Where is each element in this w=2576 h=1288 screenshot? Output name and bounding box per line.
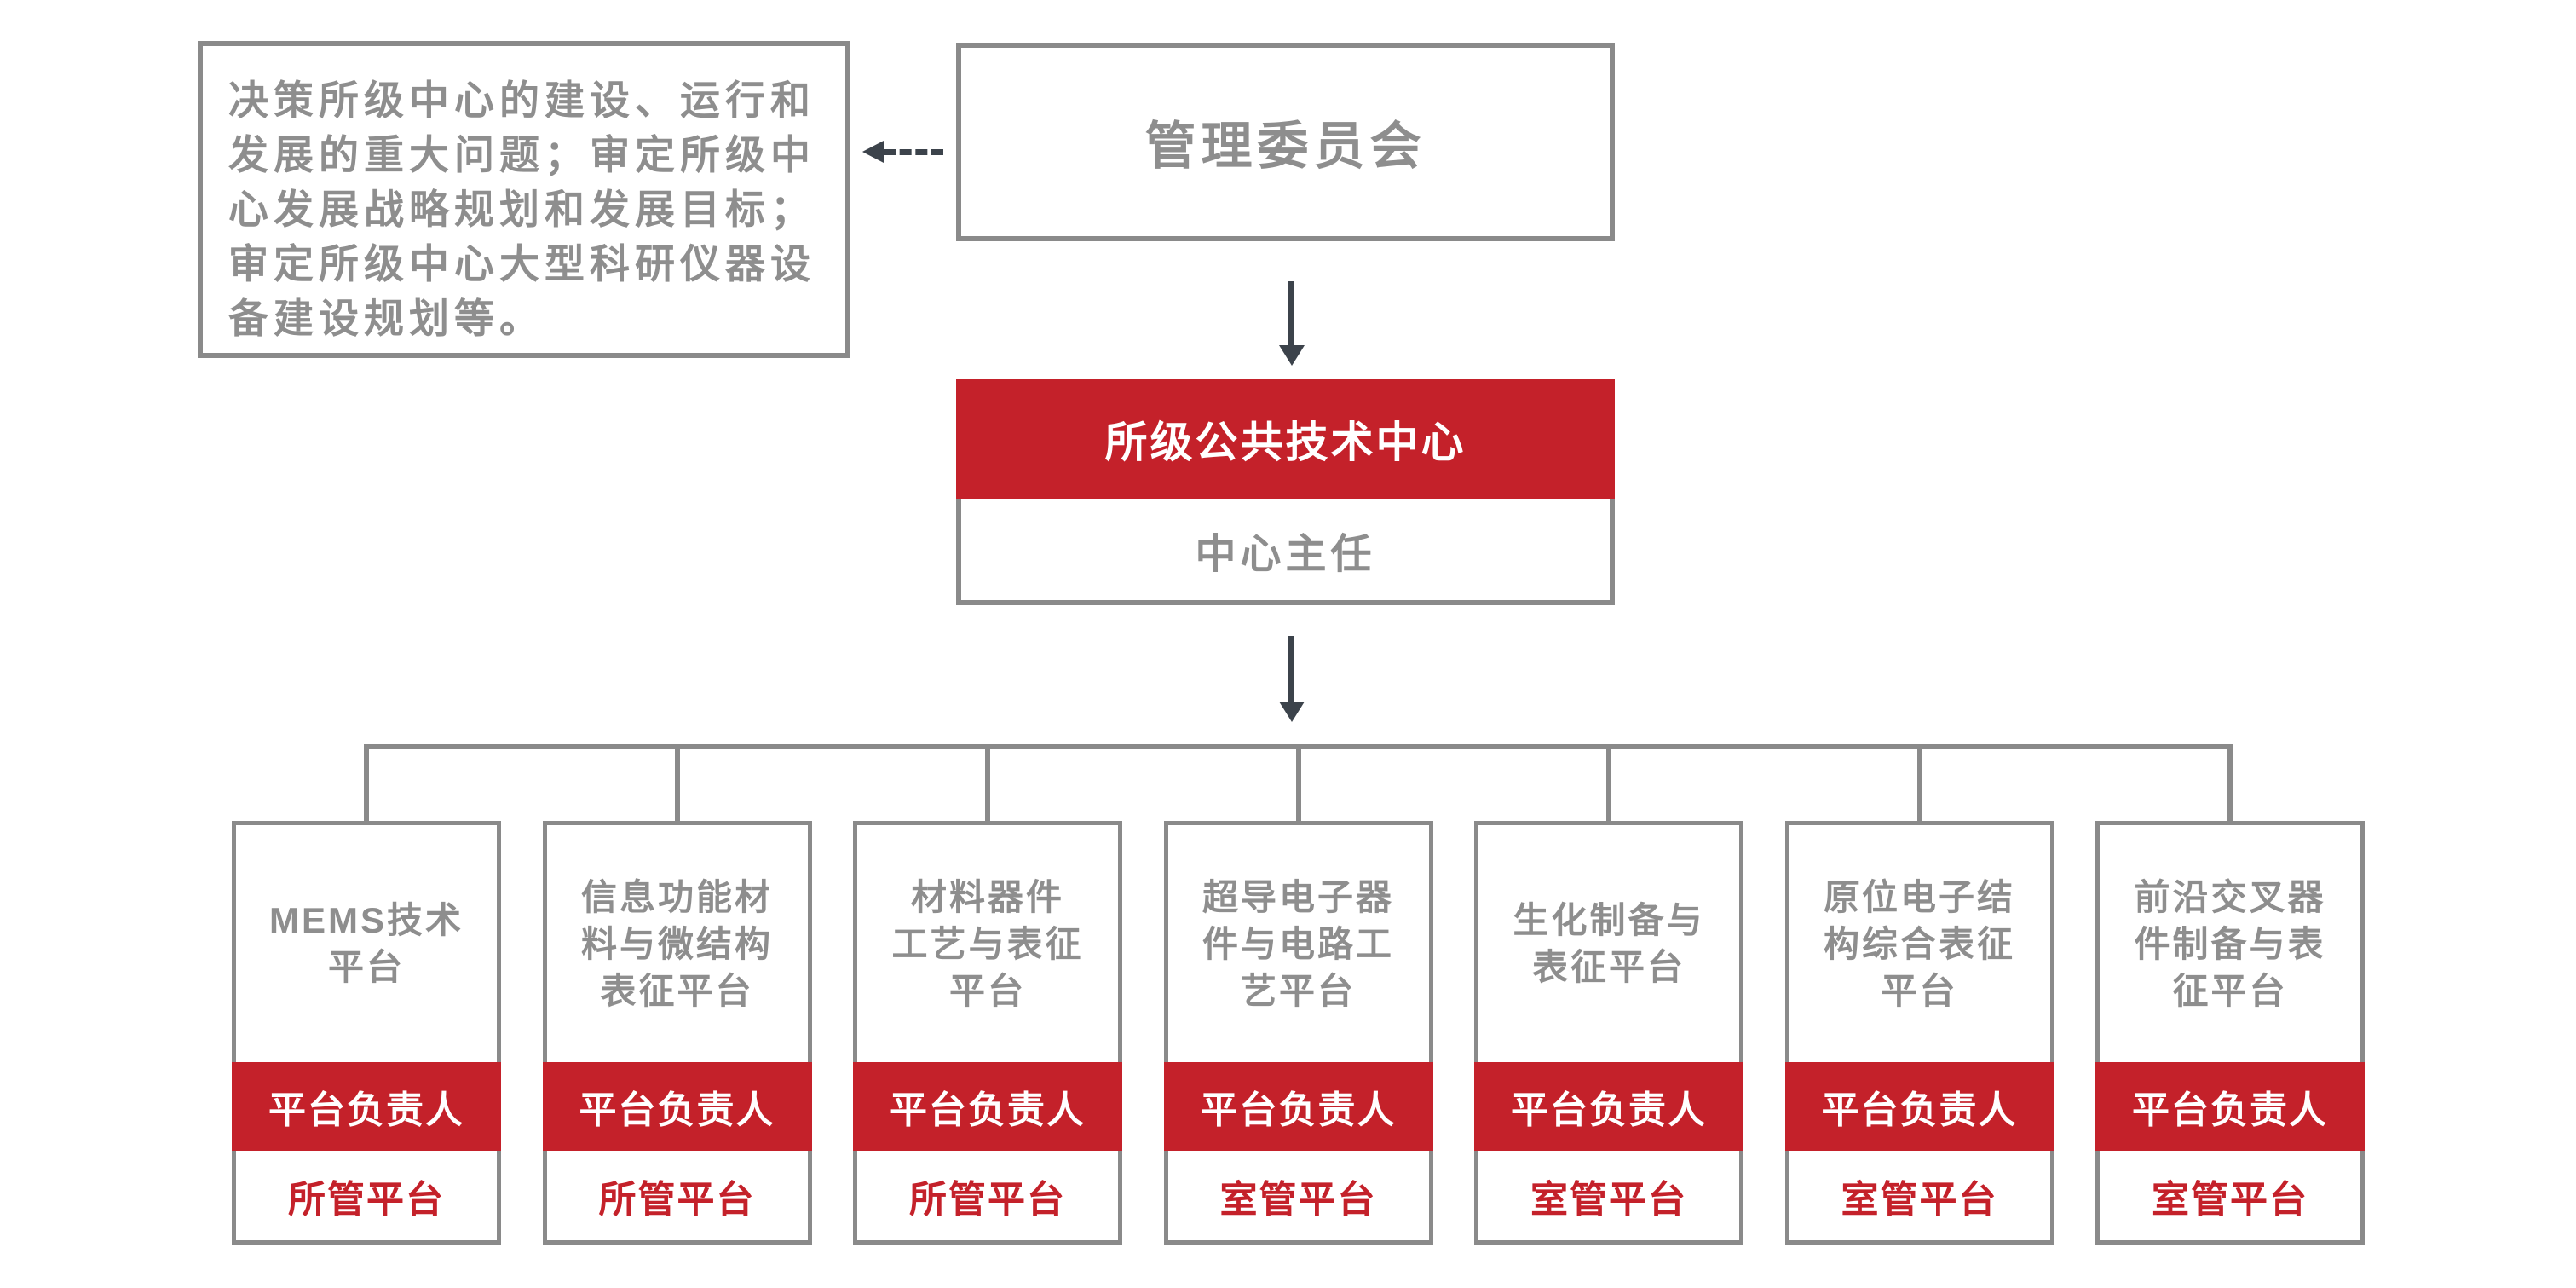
platform-title: 原位电子结 构综合表征 平台 [1823,876,2015,1011]
platform-title: 前沿交叉器 件制备与表 征平台 [2134,876,2326,1011]
arrowhead-left-icon [862,141,884,163]
tech-center-title: 所级公共技术中心 [956,379,1615,499]
platform-box: 超导电子器 件与电路工 艺平台 平台负责人 室管平台 [1163,821,1433,1245]
platform-box: 前沿交叉器 件制备与表 征平台 平台负责人 室管平台 [2095,821,2365,1245]
left-dashed-arrow-icon [862,141,943,163]
platform-managed-label: 所管平台 [909,1178,1066,1221]
platform-managed-label: 室管平台 [2152,1178,2308,1221]
connector-drop-line [2227,744,2233,823]
platform-managed-label: 室管平台 [1841,1178,1998,1221]
down-arrow-stem [1288,636,1294,702]
platform-box: 材料器件 工艺与表征 平台 平台负责人 所管平台 [853,821,1122,1245]
platform-leader-band: 平台负责人 [1163,1062,1433,1151]
platform-title: 超导电子器 件与电路工 艺平台 [1202,876,1394,1011]
platform-title: 材料器件 工艺与表征 平台 [891,876,1084,1011]
committee-duties-box: 决策所级中心的建设、运行和 发展的重大问题；审定所级中 心发展战略规划和发展目标… [198,41,850,358]
down-arrow-stem [1288,281,1294,346]
platform-managed-label: 室管平台 [1530,1178,1687,1221]
connector-drop-line [1916,744,1922,823]
platform-managed-label: 室管平台 [1219,1178,1377,1221]
platform-box: MEMS技术 平台 平台负责人 所管平台 [232,821,501,1245]
down-arrow-icon [1279,345,1305,366]
connector-drop-line [1295,744,1301,823]
platform-leader-band: 平台负责人 [542,1062,812,1151]
down-arrow-icon [1279,702,1305,722]
platform-leader-band: 平台负责人 [1474,1062,1743,1151]
tech-center-box: 所级公共技术中心 中心主任 [956,379,1615,605]
platform-box: 原位电子结 构综合表征 平台 平台负责人 室管平台 [1784,821,2054,1245]
management-committee-box: 管理委员会 [956,43,1615,241]
committee-duties-text: 决策所级中心的建设、运行和 发展的重大问题；审定所级中 心发展战略规划和发展目标… [228,78,815,341]
connector-drop-line [985,744,990,823]
platform-leader-band: 平台负责人 [2095,1062,2365,1151]
management-committee-label: 管理委员会 [1144,118,1426,175]
platform-box: 生化制备与 表征平台 平台负责人 室管平台 [1474,821,1743,1245]
platform-leader-band: 平台负责人 [232,1062,501,1151]
platform-title: 信息功能材 料与微结构 表征平台 [580,876,773,1011]
dashed-line [884,148,943,155]
center-director-label: 中心主任 [956,499,1615,605]
connector-drop-line [674,744,680,823]
platform-box: 信息功能材 料与微结构 表征平台 平台负责人 所管平台 [542,821,812,1245]
platform-managed-label: 所管平台 [288,1178,445,1221]
platform-title: 生化制备与 表征平台 [1513,900,1705,987]
platform-leader-band: 平台负责人 [1784,1062,2054,1151]
connector-drop-line [364,744,369,823]
connector-drop-line [1606,744,1611,823]
platform-leader-band: 平台负责人 [853,1062,1122,1151]
platform-managed-label: 所管平台 [598,1178,756,1221]
platform-title: MEMS技术 平台 [268,900,464,987]
